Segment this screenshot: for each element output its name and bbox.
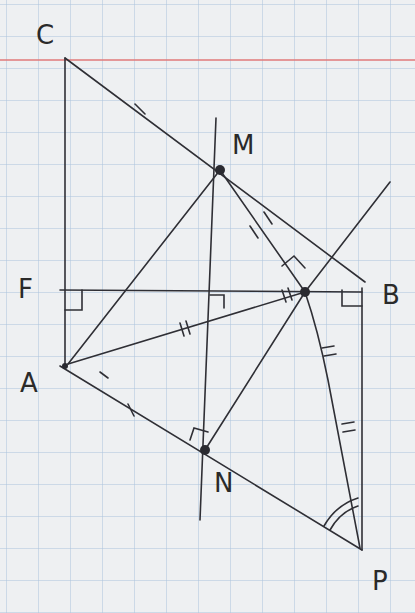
margin-line bbox=[0, 59, 415, 61]
point-label: A bbox=[20, 370, 38, 396]
points bbox=[62, 165, 310, 455]
figure-lines bbox=[60, 58, 390, 550]
point-label: M bbox=[232, 132, 254, 158]
point-label: B bbox=[382, 282, 400, 308]
point-label: F bbox=[18, 276, 33, 302]
point-label: C bbox=[36, 22, 54, 48]
point-label: P bbox=[372, 568, 388, 594]
point-label: N bbox=[214, 470, 233, 496]
